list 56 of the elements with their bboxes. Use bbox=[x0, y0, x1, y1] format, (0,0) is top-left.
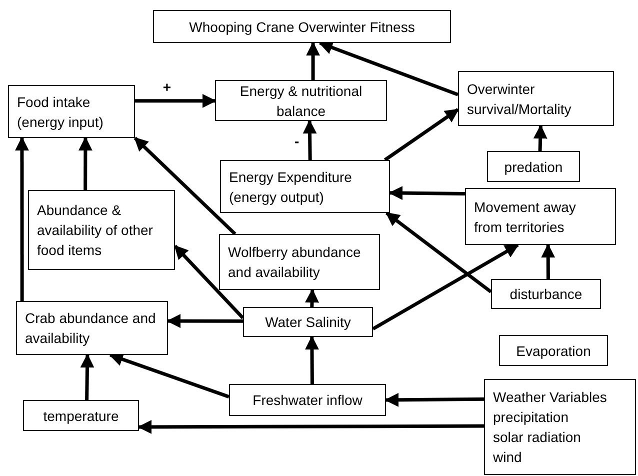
box-text: solar radiation bbox=[493, 428, 581, 447]
process-box bbox=[220, 160, 390, 213]
process-box bbox=[215, 80, 387, 121]
box-text: Water Salinity bbox=[265, 313, 351, 332]
arrow bbox=[372, 243, 520, 330]
arrow bbox=[388, 186, 466, 200]
process-box bbox=[458, 71, 614, 126]
process-box bbox=[23, 400, 139, 431]
box-text: Energy & nutritional balance bbox=[238, 82, 364, 120]
box-text: Whooping Crane Overwinter Fitness bbox=[189, 18, 415, 36]
process-box bbox=[484, 379, 636, 475]
arrow bbox=[80, 354, 94, 400]
arrow bbox=[533, 124, 548, 152]
box-text: Movement away from territories bbox=[474, 198, 577, 236]
process-box bbox=[219, 234, 380, 290]
process-box bbox=[499, 335, 608, 366]
arrow bbox=[302, 120, 317, 160]
box-text: Freshwater inflow bbox=[252, 391, 362, 410]
process-box bbox=[243, 307, 373, 337]
box-text: wind bbox=[493, 448, 522, 467]
box-text: temperature bbox=[43, 406, 119, 426]
arrow bbox=[384, 392, 484, 407]
box-text: Overwinter survival/Mortality bbox=[467, 80, 572, 118]
box-text: disturbance bbox=[510, 285, 582, 304]
box-text: Evaporation bbox=[516, 342, 591, 360]
arrow bbox=[138, 420, 484, 434]
box-text: Wolfberry abundance and availability bbox=[228, 243, 362, 282]
box-text: Energy Expenditure (energy output) bbox=[229, 168, 353, 206]
process-box bbox=[465, 188, 616, 245]
box-text: Abundance & availability of other food items bbox=[37, 201, 154, 260]
arrow bbox=[385, 212, 492, 294]
arrow bbox=[14, 136, 29, 301]
process-box bbox=[8, 85, 135, 138]
box-text: predation bbox=[504, 158, 563, 176]
box-text: Crab abundance and availability bbox=[25, 309, 157, 348]
arrow bbox=[305, 288, 320, 308]
process-box bbox=[491, 279, 601, 309]
process-box bbox=[28, 190, 175, 270]
box-text: precipitation bbox=[493, 408, 568, 427]
process-box bbox=[487, 151, 580, 182]
arrow bbox=[304, 336, 319, 384]
arrow bbox=[318, 40, 459, 96]
arrow bbox=[78, 136, 92, 190]
arrow bbox=[384, 108, 460, 162]
process-box bbox=[229, 384, 386, 416]
process-box bbox=[153, 10, 451, 43]
process-box bbox=[16, 301, 168, 355]
arrow bbox=[174, 244, 244, 320]
arrow bbox=[135, 94, 216, 108]
arrow bbox=[134, 136, 236, 236]
arrow bbox=[108, 352, 230, 398]
arrow bbox=[541, 244, 556, 279]
arrow bbox=[306, 42, 320, 80]
arrow bbox=[166, 314, 243, 328]
box-text: Food intake (energy input) bbox=[17, 92, 104, 132]
box-text: Weather Variables bbox=[493, 388, 607, 407]
